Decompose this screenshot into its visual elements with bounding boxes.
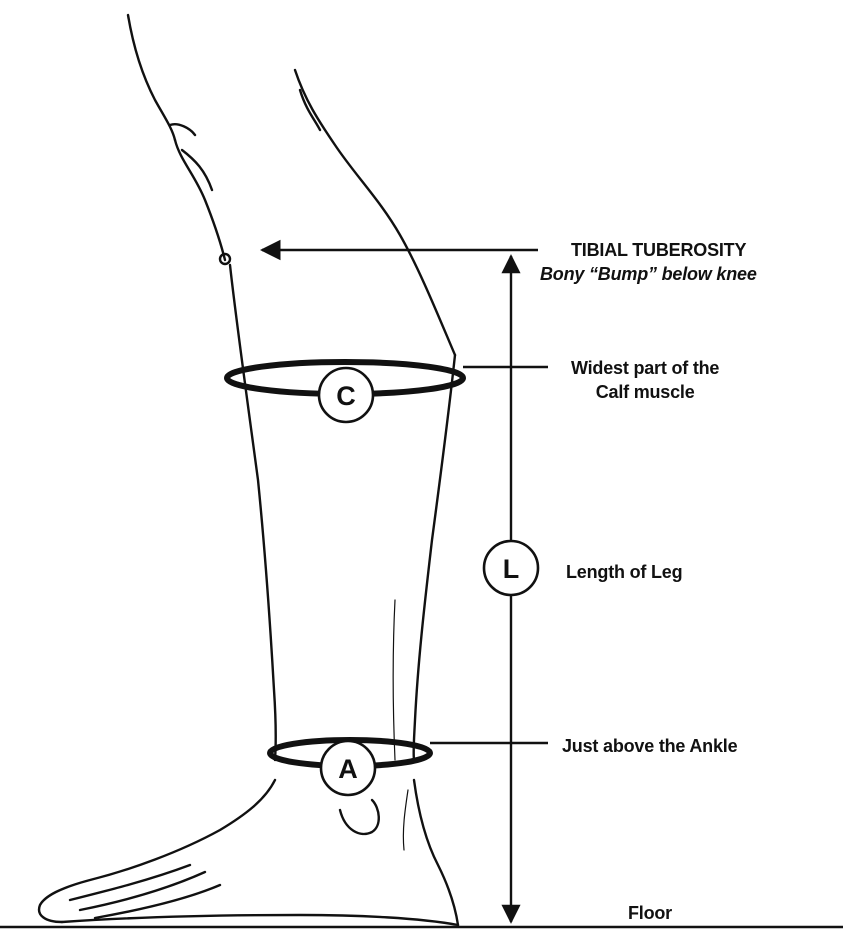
tibial-title: TIBIAL TUBEROSITY xyxy=(571,238,746,262)
calf-label: Widest part of the Calf muscle xyxy=(571,356,719,404)
floor-label: Floor xyxy=(628,901,672,925)
tibial-tuberosity-label: TIBIAL TUBEROSITY xyxy=(571,238,746,262)
floor-label-text: Floor xyxy=(628,901,672,925)
calf-badge: C xyxy=(319,368,373,422)
tibial-subtitle: Bony “Bump” below knee xyxy=(540,262,757,286)
ankle-badge-letter: A xyxy=(338,754,358,784)
calf-badge-letter: C xyxy=(336,381,356,411)
calf-label-line1: Widest part of the xyxy=(571,356,719,380)
ankle-label-text: Just above the Ankle xyxy=(562,734,737,758)
ankle-badge: A xyxy=(321,741,375,795)
ankle-label: Just above the Ankle xyxy=(562,734,737,758)
length-label: Length of Leg xyxy=(566,560,682,584)
leg-outline xyxy=(39,15,458,925)
calf-band xyxy=(227,362,548,394)
ankle-band xyxy=(270,740,548,766)
calf-label-line2: Calf muscle xyxy=(571,380,719,404)
tibial-subtitle-label: Bony “Bump” below knee xyxy=(540,262,757,286)
length-badge: L xyxy=(484,541,538,595)
length-badge-letter: L xyxy=(503,554,520,584)
length-label-text: Length of Leg xyxy=(566,560,682,584)
